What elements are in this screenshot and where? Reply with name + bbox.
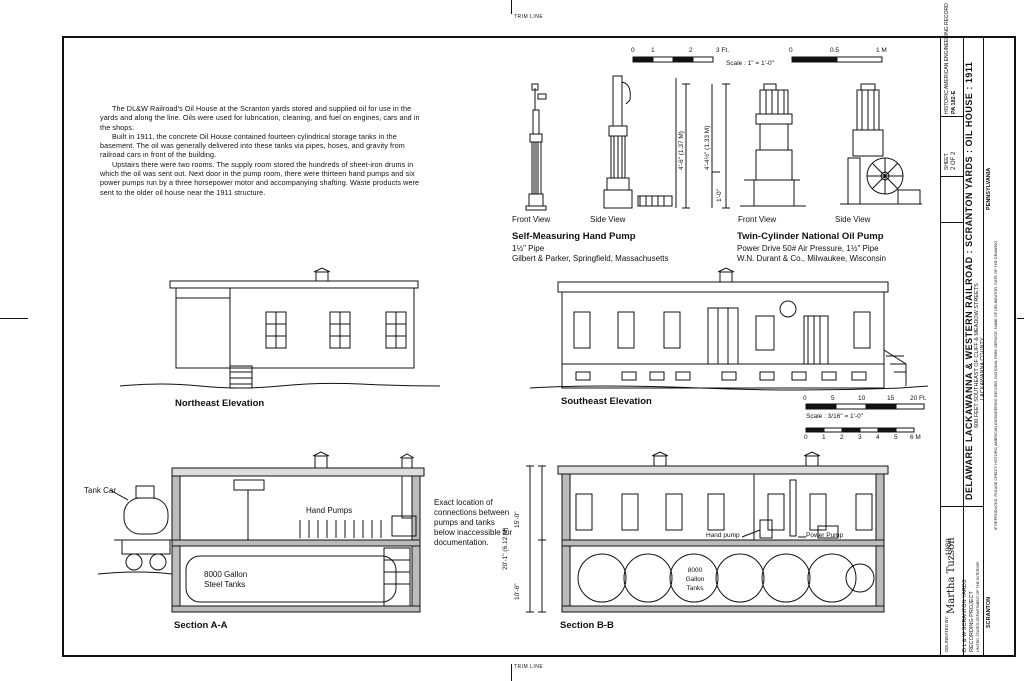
section-bb-hand-pump-label: Hand pump — [706, 532, 740, 539]
hand-pump-side-view — [603, 75, 677, 209]
pump-scale-m-tick-0: 0 — [789, 47, 793, 54]
location-line-2: LACKAWANNA COUNTY — [980, 337, 986, 400]
description-text: The DL&W Railroad's Oil House at the Scr… — [100, 104, 422, 197]
hand-pump-maker: Gilbert & Parker, Springfield, Massachus… — [512, 254, 669, 263]
section-aa-drawing — [97, 451, 425, 613]
sheet-label: SHEET — [944, 153, 950, 170]
drawing-year: 1989 — [945, 538, 953, 556]
agency-name: UNITED STATES DEPARTMENT OF THE INTERIOR — [976, 561, 980, 652]
building-scale-ft-20: 20 Ft. — [910, 395, 927, 402]
hand-pump-side-view-label: Side View — [590, 215, 626, 224]
pump-scale-tick-0: 0 — [631, 47, 635, 54]
oil-pump-dimension: 4'-4½" (1.33 M) — [704, 125, 711, 170]
oil-pump-maker: W.N. Durant & Co., Milwaukee, Wisconsin — [737, 254, 886, 263]
oil-pump-dimension-small: 1'-0" — [716, 189, 723, 202]
project-name-1: D L & W SCRANTON YARDS — [962, 579, 968, 652]
southeast-elevation-caption: Southeast Elevation — [561, 396, 652, 407]
trim-line-top-label: TRIM LINE — [514, 14, 544, 20]
section-aa-caption: Section A-A — [174, 620, 228, 631]
survey-name: HISTORIC AMERICAN ENGINEERING RECORD — [944, 3, 950, 114]
connections-note: Exact location of connections between pu… — [434, 498, 513, 547]
oil-pump-side-view-label: Side View — [835, 215, 871, 224]
northeast-elevation-drawing — [119, 267, 441, 389]
trim-line-bottom-label: TRIM LINE — [514, 664, 544, 670]
building-scale-m-3: 3 — [858, 434, 862, 441]
sheet-value: 2 OF 2 — [951, 151, 957, 170]
hand-pump-dimension: 4'-6" (1.37 M) — [678, 131, 685, 170]
building-scale-bar — [805, 403, 925, 433]
building-scale-m-2: 2 — [840, 434, 844, 441]
section-bb-power-pump-label: Power Pump — [806, 532, 844, 539]
drawing-main-title: DELAWARE LACKAWANNA & WESTERN RAILROAD :… — [964, 61, 974, 500]
pump-scale-bar — [632, 56, 883, 63]
trim-mark-bottom — [511, 664, 512, 681]
building-scale-m-5: 5 — [894, 434, 898, 441]
oil-pump-title: Twin-Cylinder National Oil Pump — [737, 231, 884, 242]
description-paragraph-2: Built in 1911, the concrete Oil House co… — [100, 131, 405, 160]
title-block-divider-1 — [963, 36, 964, 657]
section-bb-tanks-label: 8000 Gallon Tanks — [678, 566, 712, 593]
building-scale-ft-10: 10 — [858, 395, 866, 402]
section-bb-dim-lower: 10'-6" — [514, 583, 521, 600]
pump-scale-tick-2: 2 — [689, 47, 693, 54]
survey-number: PA 182-E — [951, 90, 957, 114]
trim-mark-right — [1017, 318, 1024, 319]
reproduction-credit: IF REPRODUCED, PLEASE CREDIT: HISTORIC A… — [994, 240, 998, 530]
hand-pump-pipe: 1½" Pipe — [512, 244, 545, 253]
delineated-by-label: DELINEATED BY: — [944, 615, 949, 652]
hand-pump-front-view — [525, 83, 547, 211]
title-block-divider-2 — [983, 36, 984, 657]
section-bb-dim-total: 20'-1" (6.12 M) — [502, 527, 509, 570]
pump-scale-tick-3: 3 Ft. — [716, 47, 730, 54]
trim-mark-top — [511, 0, 512, 14]
building-scale-ft-5: 5 — [831, 395, 835, 402]
section-bb-caption: Section B-B — [560, 620, 614, 631]
southeast-elevation-drawing — [529, 267, 929, 391]
northeast-elevation-caption: Northeast Elevation — [175, 398, 265, 409]
building-scale-label: Scale : 3/16" = 1'-0" — [806, 413, 863, 420]
location-city: SCRANTON — [986, 596, 992, 628]
project-name-2: RECORDING PROJECT — [969, 591, 975, 652]
hand-pump-title: Self-Measuring Hand Pump — [512, 231, 636, 242]
building-scale-ft-0: 0 — [803, 395, 807, 402]
section-bb-dim-upper: 15'-0" — [514, 511, 521, 528]
tank-car-label: Tank Car — [84, 486, 117, 495]
building-scale-m-4: 4 — [876, 434, 880, 441]
pump-scale-label: Scale : 1" = 1'-0" — [726, 60, 774, 67]
oil-pump-spec: Power Drive 50# Air Pressure, 1½" Pipe — [737, 244, 879, 253]
section-bb-drawing — [526, 451, 889, 613]
hand-pump-front-view-label: Front View — [512, 215, 551, 224]
oil-pump-front-view — [711, 83, 806, 208]
pump-scale-m-tick-2: 1 M — [876, 47, 887, 54]
pump-scale-m-tick-1: 0.5 — [830, 47, 840, 54]
oil-pump-front-view-label: Front View — [738, 215, 777, 224]
building-scale-ft-15: 15 — [887, 395, 895, 402]
trim-mark-left — [0, 318, 28, 319]
location-state: PENNSYLVANIA — [986, 167, 992, 210]
hand-pumps-label: Hand Pumps — [306, 506, 353, 515]
description-paragraph-3: Upstairs there were two rooms. The suppl… — [100, 159, 420, 197]
steel-tanks-label: 8000 Gallon Steel Tanks — [204, 570, 248, 589]
building-scale-m-0: 0 — [804, 434, 808, 441]
drawing-sheet-border — [62, 36, 1016, 657]
description-paragraph-1: The DL&W Railroad's Oil House at the Scr… — [100, 104, 420, 132]
oil-pump-side-view — [840, 83, 922, 205]
building-scale-m-1: 1 — [822, 434, 826, 441]
title-block — [940, 36, 1016, 657]
building-scale-m-6: 6 M — [910, 434, 921, 441]
pump-scale-tick-1: 1 — [651, 47, 655, 54]
